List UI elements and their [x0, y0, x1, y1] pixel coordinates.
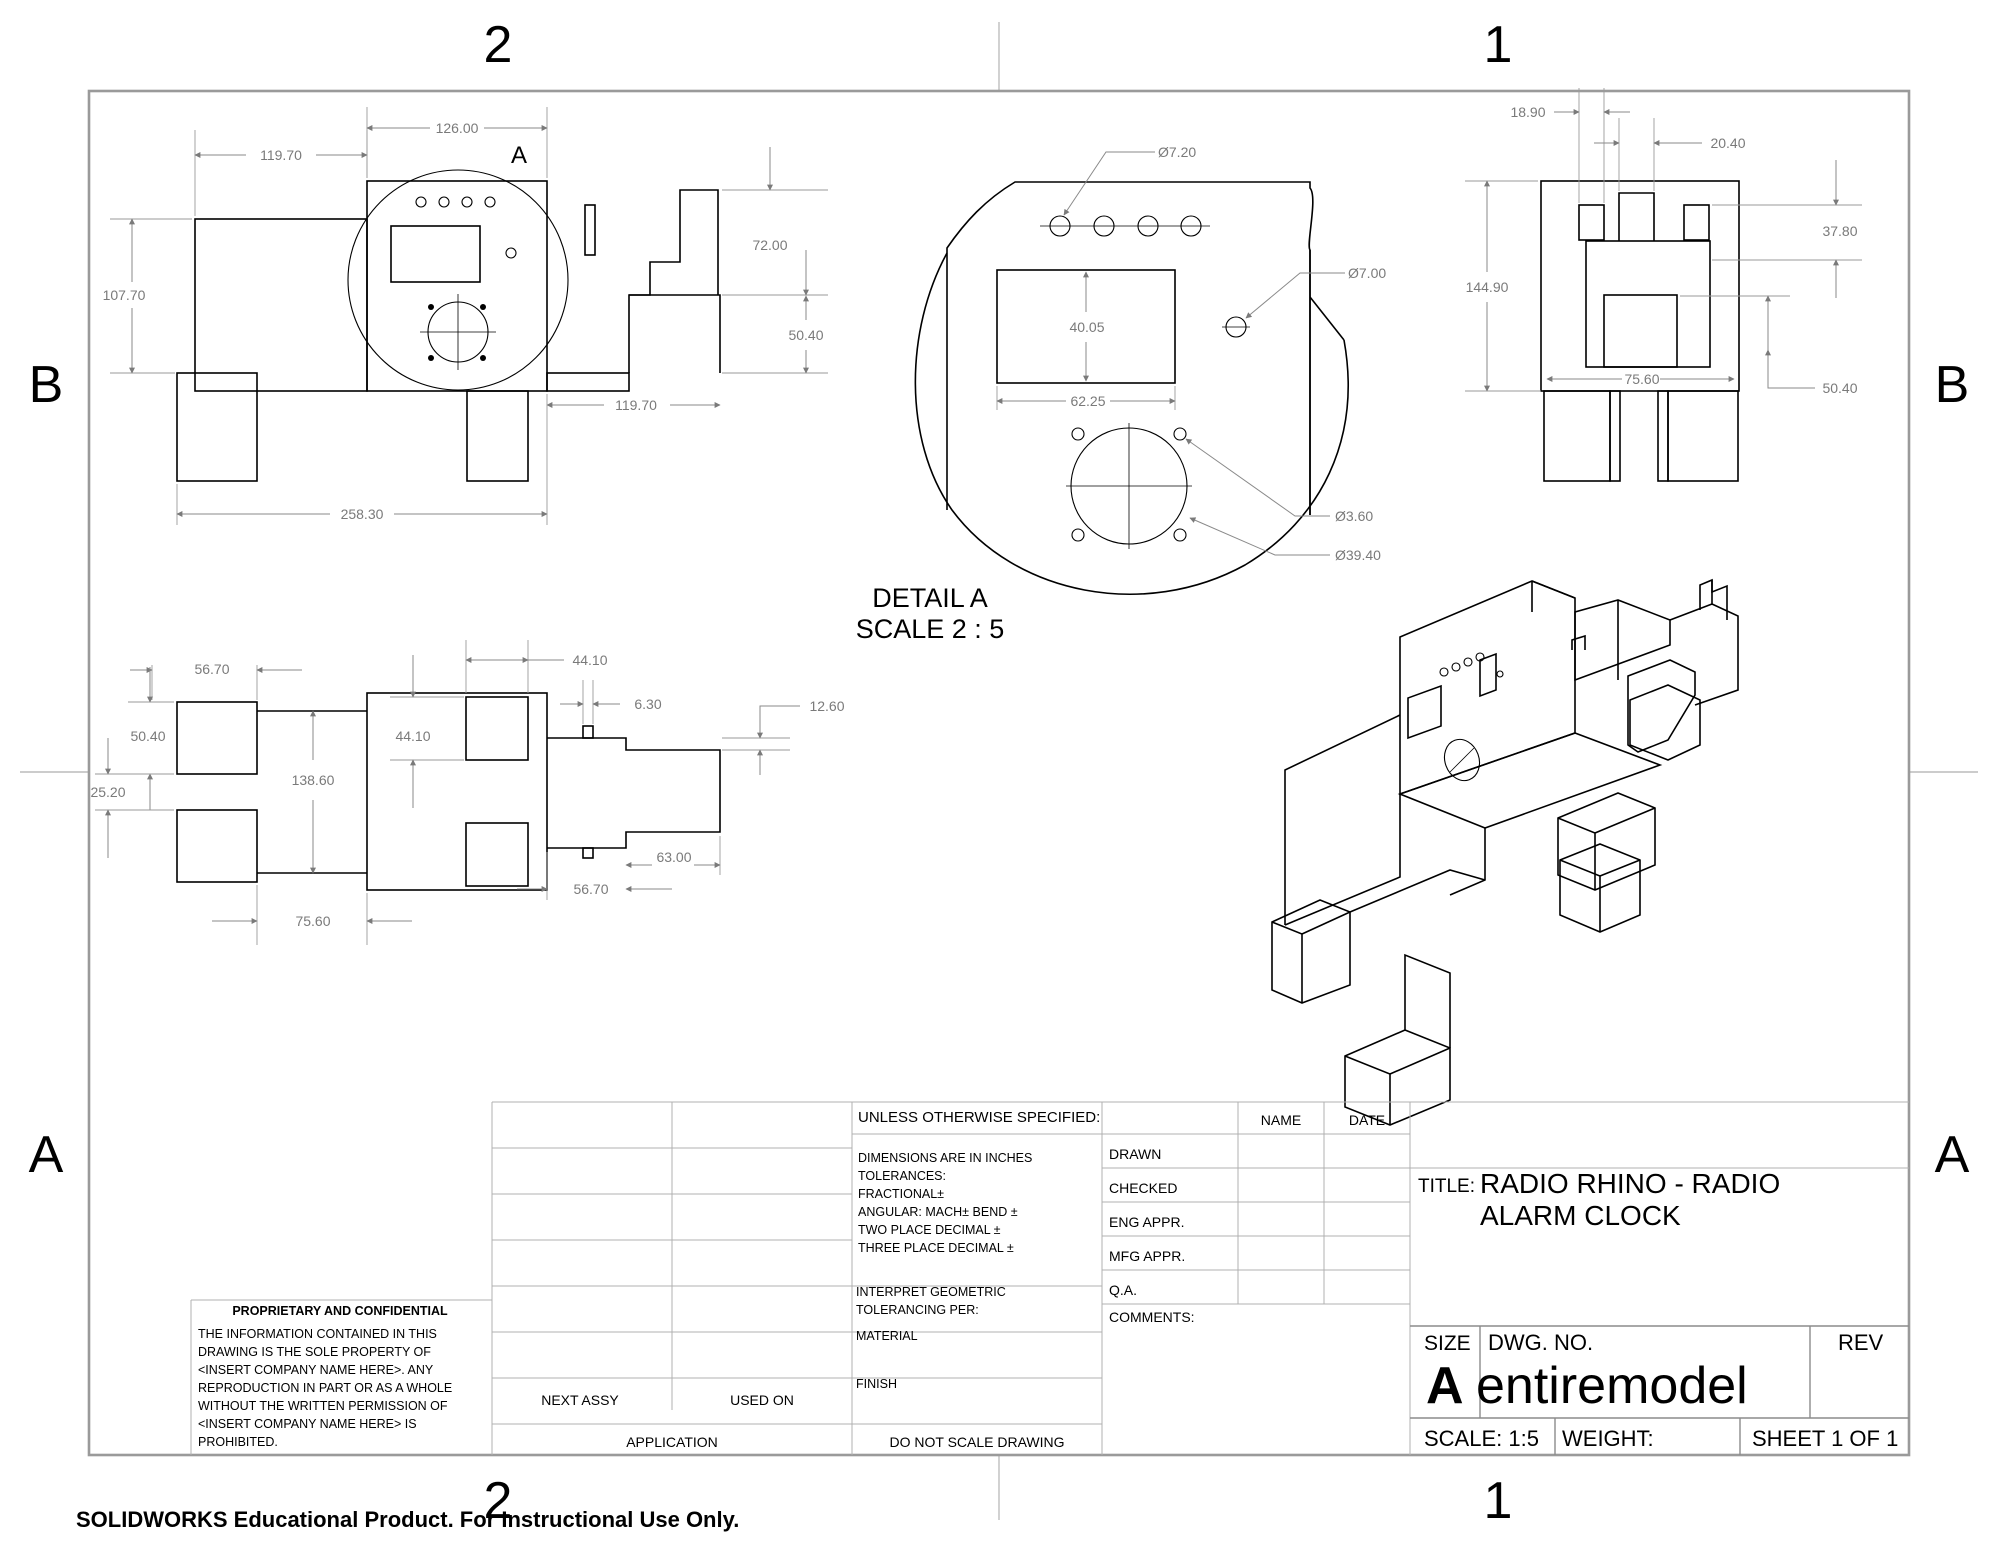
title-line-1: RADIO RHINO - RADIO	[1480, 1168, 1780, 1199]
detail-a-callout-circle	[347, 169, 569, 391]
dim-detail-dia-39-40: Ø39.40	[1335, 547, 1381, 563]
dim-side-18-90: 18.90	[1510, 104, 1545, 120]
dim-top-63: 63.00	[656, 849, 691, 865]
tolerance-line-1: DIMENSIONS ARE IN INCHES	[858, 1151, 1032, 1165]
tolerance-line-6: THREE PLACE DECIMAL ±	[858, 1241, 1014, 1255]
dim-side-20-40: 20.40	[1710, 135, 1745, 151]
dim-side-37-80: 37.80	[1822, 223, 1857, 239]
row-qa: Q.A.	[1109, 1282, 1137, 1298]
front-view: A 126.00 119.70 107.70 72.00 50.40 119.7…	[103, 107, 828, 525]
detail-a-callout-letter: A	[511, 142, 527, 169]
dim-detail-dia-3-60: Ø3.60	[1335, 508, 1373, 524]
unless-specified: UNLESS OTHERWISE SPECIFIED:	[858, 1109, 1100, 1126]
zone-left-lower: A	[29, 1126, 64, 1184]
next-assy-label: NEXT ASSY	[541, 1392, 619, 1408]
rev-label: REV	[1838, 1330, 1884, 1355]
dim-top-6-30: 6.30	[634, 696, 661, 712]
comments-label: COMMENTS:	[1109, 1309, 1195, 1325]
dim-side-75-60: 75.60	[1624, 371, 1659, 387]
zone-bottom-left: 2	[484, 1472, 513, 1530]
isometric-view	[1271, 578, 1739, 1126]
interpret-line-2: TOLERANCING PER:	[856, 1303, 979, 1317]
dim-front-width-126: 126.00	[436, 120, 479, 136]
size-value: A	[1426, 1357, 1464, 1415]
zone-right-upper: B	[1935, 356, 1970, 414]
top-view: 56.70 44.10 6.30 12.60 50.40 138.60 44.1…	[90, 640, 845, 945]
dim-top-44-10-height: 44.10	[395, 728, 430, 744]
weight-label: WEIGHT:	[1562, 1426, 1654, 1451]
detail-a-view: Ø7.20 Ø7.00 40.05 62.25 Ø3.60 Ø39.40 DET…	[856, 144, 1387, 644]
application-label: APPLICATION	[626, 1434, 718, 1450]
sheet-value: SHEET 1 OF 1	[1752, 1426, 1898, 1451]
dim-top-25-20: 25.20	[90, 784, 125, 800]
do-not-scale: DO NOT SCALE DRAWING	[889, 1434, 1064, 1450]
front-view-holes	[415, 196, 517, 361]
dwg-no-label: DWG. NO.	[1488, 1330, 1593, 1355]
material-label: MATERIAL	[856, 1329, 918, 1343]
row-drawn: DRAWN	[1109, 1146, 1161, 1162]
dwg-no-value: entiremodel	[1476, 1357, 1748, 1415]
dim-detail-40-05: 40.05	[1069, 319, 1104, 335]
zone-top-left: 2	[484, 16, 513, 74]
detail-a-holes	[1040, 215, 1250, 542]
dim-front-overall-258-30: 258.30	[341, 506, 384, 522]
title-block: PROPRIETARY AND CONFIDENTIAL THE INFORMA…	[190, 1101, 1909, 1455]
detail-a-label: DETAIL A	[872, 583, 988, 613]
name-header: NAME	[1261, 1112, 1301, 1128]
dim-front-50-40: 50.40	[788, 327, 823, 343]
dim-top-75-60: 75.60	[295, 913, 330, 929]
row-eng-appr: ENG APPR.	[1109, 1214, 1184, 1230]
dim-top-44-10-width: 44.10	[572, 652, 607, 668]
used-on-label: USED ON	[730, 1392, 794, 1408]
interpret-line-1: INTERPRET GEOMETRIC	[856, 1285, 1006, 1299]
tolerance-line-5: TWO PLACE DECIMAL ±	[858, 1223, 1001, 1237]
proprietary-line-5: WITHOUT THE WRITTEN PERMISSION OF	[198, 1399, 448, 1413]
dim-front-right-119-70: 119.70	[615, 397, 657, 413]
zone-left-upper: B	[29, 356, 64, 414]
dim-front-height-107-70: 107.70	[103, 287, 146, 303]
dim-detail-dia-7-20: Ø7.20	[1158, 144, 1196, 160]
dim-side-144-90: 144.90	[1466, 279, 1509, 295]
proprietary-line-6: <INSERT COMPANY NAME HERE> IS	[198, 1417, 417, 1431]
proprietary-line-4: REPRODUCTION IN PART OR AS A WHOLE	[198, 1381, 452, 1395]
size-label: SIZE	[1424, 1332, 1471, 1355]
dim-top-56-70-upper: 56.70	[194, 661, 229, 677]
proprietary-title: PROPRIETARY AND CONFIDENTIAL	[232, 1304, 448, 1318]
scale-value: SCALE: 1:5	[1424, 1426, 1539, 1451]
educational-watermark: SOLIDWORKS Educational Product. For Inst…	[76, 1507, 739, 1532]
tolerance-line-4: ANGULAR: MACH± BEND ±	[858, 1205, 1018, 1219]
title-label: TITLE:	[1418, 1176, 1475, 1197]
proprietary-line-2: DRAWING IS THE SOLE PROPERTY OF	[198, 1345, 431, 1359]
zone-right-lower: A	[1935, 1126, 1970, 1184]
dim-front-72: 72.00	[752, 237, 787, 253]
zone-labels: 2 1 2 1 B A B A	[29, 16, 1970, 1530]
row-checked: CHECKED	[1109, 1180, 1177, 1196]
dim-top-138-60: 138.60	[292, 772, 335, 788]
side-view: 18.90 20.40 37.80 144.90 75.60 50.40	[1465, 88, 1862, 482]
zone-top-right: 1	[1484, 16, 1513, 74]
dim-front-left-119-70: 119.70	[260, 147, 302, 163]
date-header: DATE	[1349, 1112, 1385, 1128]
row-mfg-appr: MFG APPR.	[1109, 1248, 1185, 1264]
proprietary-line-7: PROHIBITED.	[198, 1435, 278, 1449]
dim-detail-dia-7-00: Ø7.00	[1348, 265, 1386, 281]
tolerance-line-3: FRACTIONAL±	[858, 1187, 944, 1201]
zone-bottom-right: 1	[1484, 1472, 1513, 1530]
finish-label: FINISH	[856, 1377, 897, 1391]
proprietary-line-3: <INSERT COMPANY NAME HERE>. ANY	[198, 1363, 434, 1377]
dim-detail-62-25: 62.25	[1070, 393, 1105, 409]
dim-top-50-40: 50.40	[130, 728, 165, 744]
sheet-frame	[20, 22, 1978, 1520]
tolerance-line-2: TOLERANCES:	[858, 1169, 946, 1183]
detail-a-scale: SCALE 2 : 5	[856, 614, 1005, 644]
title-line-2: ALARM CLOCK	[1480, 1200, 1681, 1231]
dim-side-50-40: 50.40	[1822, 380, 1857, 396]
dim-top-56-70-lower: 56.70	[573, 881, 608, 897]
proprietary-line-1: THE INFORMATION CONTAINED IN THIS	[198, 1327, 437, 1341]
dim-top-12-60: 12.60	[809, 698, 844, 714]
